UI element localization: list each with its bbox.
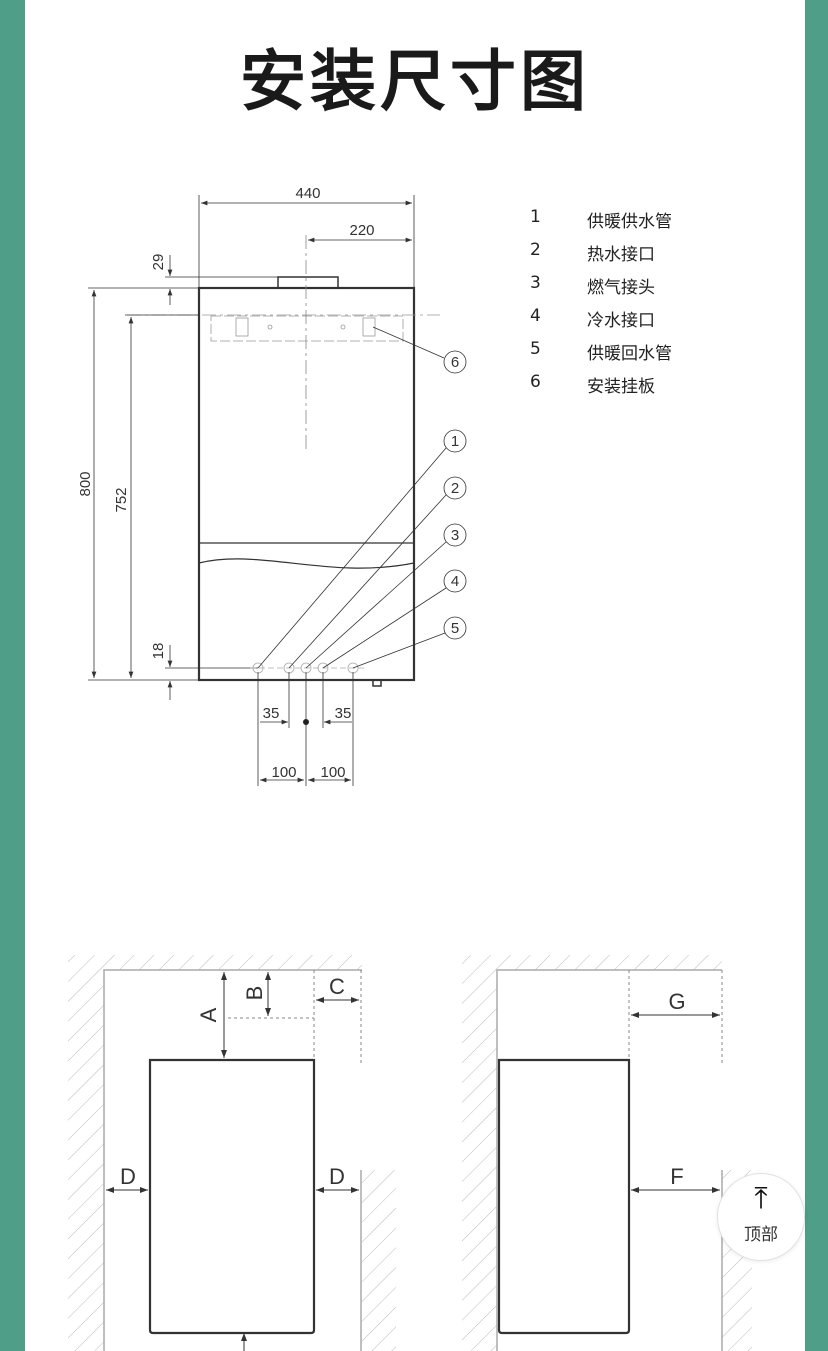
- right-border: [805, 0, 828, 1351]
- dim-18: 18: [150, 643, 167, 660]
- callout-4: 4: [451, 573, 459, 590]
- label-g: G: [668, 989, 685, 1014]
- dim-220: 220: [349, 222, 374, 239]
- left-border: [0, 0, 25, 1351]
- callout-6: 6: [451, 354, 459, 371]
- label-d-right: D: [329, 1164, 345, 1189]
- label-f: F: [670, 1164, 683, 1189]
- label-d-left: D: [120, 1164, 136, 1189]
- callout-3: 3: [451, 527, 459, 544]
- label-b: B: [242, 986, 267, 1001]
- dim-100-right: 100: [320, 764, 345, 781]
- dim-35-left: 35: [263, 705, 280, 722]
- dim-100-left: 100: [271, 764, 296, 781]
- clearance-diagram-front: [68, 955, 396, 1351]
- pipe-connections: [250, 662, 365, 674]
- label-c: C: [329, 974, 345, 999]
- dim-35-right: 35: [335, 705, 352, 722]
- callout-5: 5: [451, 620, 459, 637]
- flue-outlet: [277, 276, 339, 289]
- callout-1: 1: [451, 433, 459, 450]
- dim-752: 752: [113, 487, 130, 512]
- dim-440: 440: [295, 185, 320, 202]
- back-to-top-label: 顶部: [744, 1225, 778, 1245]
- mounting-plate: [127, 314, 440, 342]
- back-to-top-button[interactable]: ⤒ 顶部: [717, 1173, 805, 1261]
- dim-800: 800: [77, 471, 94, 496]
- label-a: A: [196, 1007, 221, 1022]
- boiler-outline: [197, 286, 416, 682]
- dim-29: 29: [150, 254, 167, 271]
- page-title: 安装尺寸图: [240, 43, 590, 120]
- clearance-diagram-side: [462, 955, 752, 1351]
- callout-2: 2: [451, 480, 459, 497]
- arrow-up-to-top-icon: ⤒: [754, 1181, 768, 1216]
